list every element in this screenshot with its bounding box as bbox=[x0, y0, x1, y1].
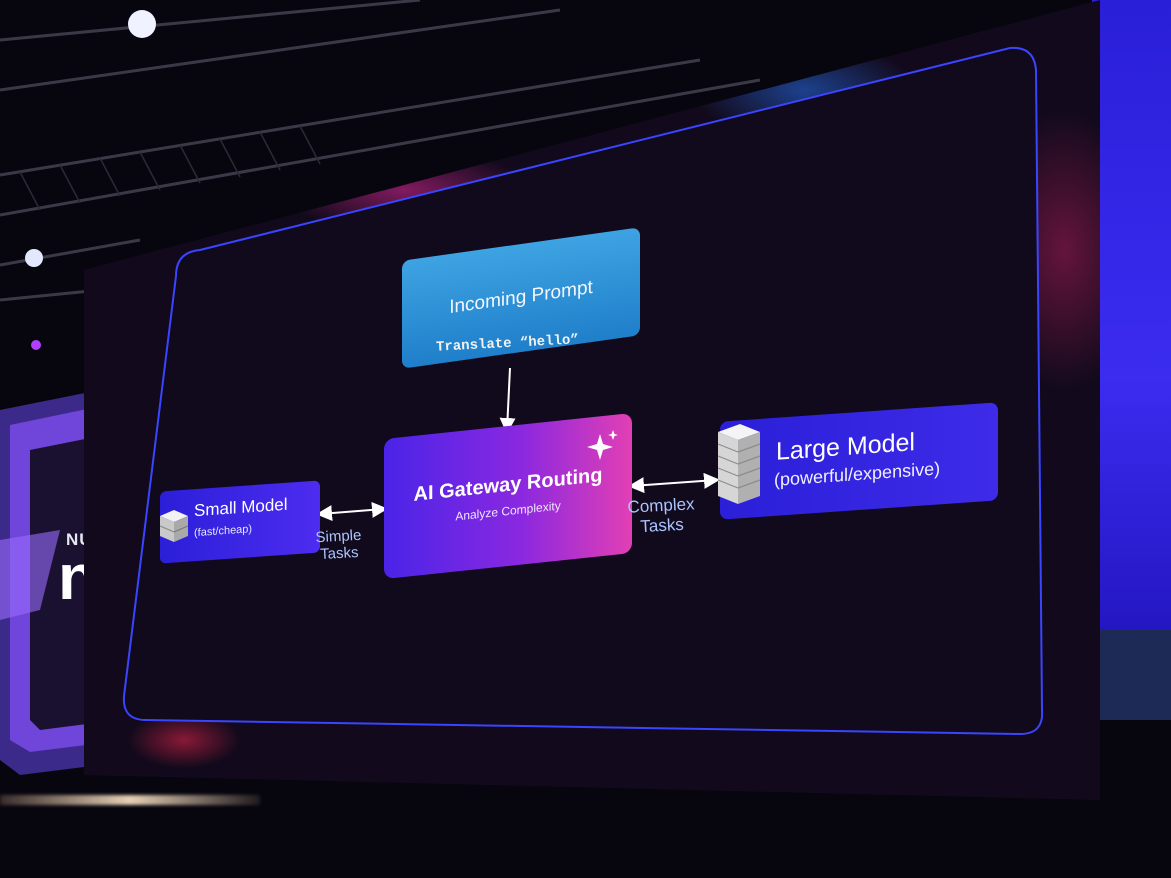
simple-tasks-line2: Tasks bbox=[319, 544, 359, 564]
complex-tasks-label: Complex Tasks bbox=[627, 494, 696, 537]
complex-tasks-line2: Tasks bbox=[639, 514, 685, 536]
side-led-panel-lower bbox=[1100, 630, 1171, 720]
stage-light bbox=[128, 10, 156, 38]
stage-light bbox=[31, 340, 41, 350]
sparkle-icon bbox=[587, 430, 618, 460]
small-model-title: Small Model bbox=[194, 494, 288, 521]
small-server-icon bbox=[159, 510, 189, 542]
complex-tasks-line1: Complex bbox=[627, 494, 696, 517]
incoming-prompt-label: Incoming Prompt bbox=[449, 276, 593, 319]
simple-tasks-label: Simple Tasks bbox=[315, 527, 363, 564]
side-led-panel bbox=[1092, 0, 1171, 630]
stage-light bbox=[25, 249, 43, 267]
server-rack-icon bbox=[717, 424, 761, 504]
small-model-subtitle: (fast/cheap) bbox=[194, 523, 253, 540]
stage-floor-light bbox=[0, 795, 260, 805]
